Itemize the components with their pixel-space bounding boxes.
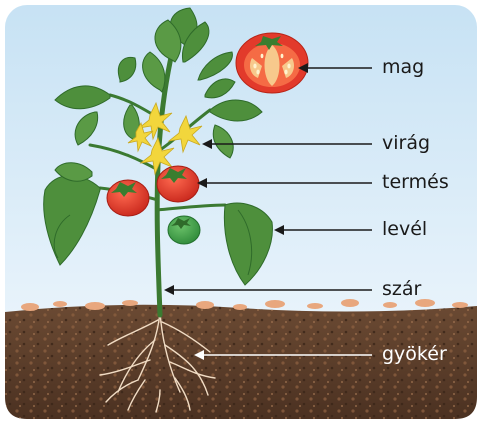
label-leaf: levél bbox=[382, 220, 427, 239]
label-flower: virág bbox=[382, 134, 430, 153]
tomato-green bbox=[168, 216, 200, 244]
tomato-red-left bbox=[107, 180, 149, 216]
label-seed: mag bbox=[382, 58, 424, 77]
label-fruit: termés bbox=[382, 173, 449, 192]
tomato-red-right bbox=[157, 166, 199, 202]
label-stem: szár bbox=[382, 280, 421, 299]
tomato-cross-section bbox=[236, 33, 308, 93]
label-root: gyökér bbox=[382, 345, 447, 364]
